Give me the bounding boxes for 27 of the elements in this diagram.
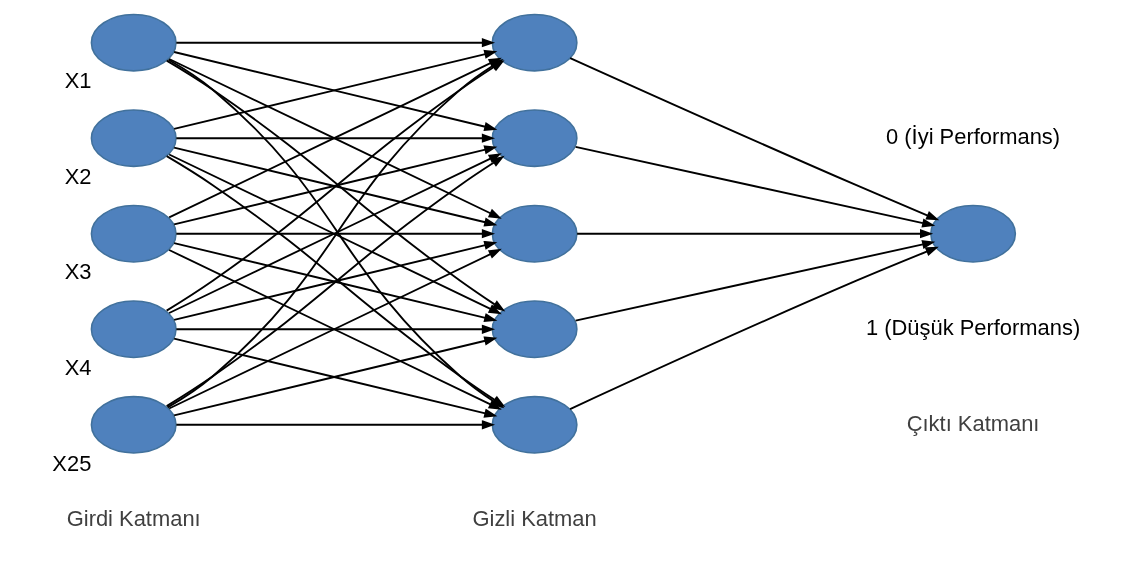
arrow [569,246,939,410]
node-label: 0 (İyi Performans) [886,124,1061,150]
node-label: X3 [64,259,92,285]
arrow [175,229,496,239]
arrow [175,133,496,143]
label: Girdi Katmanı [66,506,201,532]
node-label: X2 [64,163,92,189]
arrow [569,57,940,221]
label: Gizli Katman [472,506,597,532]
arrow [574,145,936,228]
node-label: X1 [64,68,92,94]
arrow [576,229,934,239]
node-circle [90,109,177,168]
node-circle [930,204,1017,263]
node-circle [90,13,177,72]
node-circle [491,204,578,263]
arrow [574,240,936,322]
label: Çıktı Katmanı [906,410,1040,436]
node-circle [90,300,177,359]
arrow [175,420,496,430]
node-circle [90,204,177,263]
arrow [175,38,496,48]
arrow [175,324,496,334]
node-circle [90,395,177,454]
node-label: 1 (Düşük Performans) [865,315,1081,341]
node-label: X4 [64,354,92,380]
node-label: X25 [52,450,92,476]
